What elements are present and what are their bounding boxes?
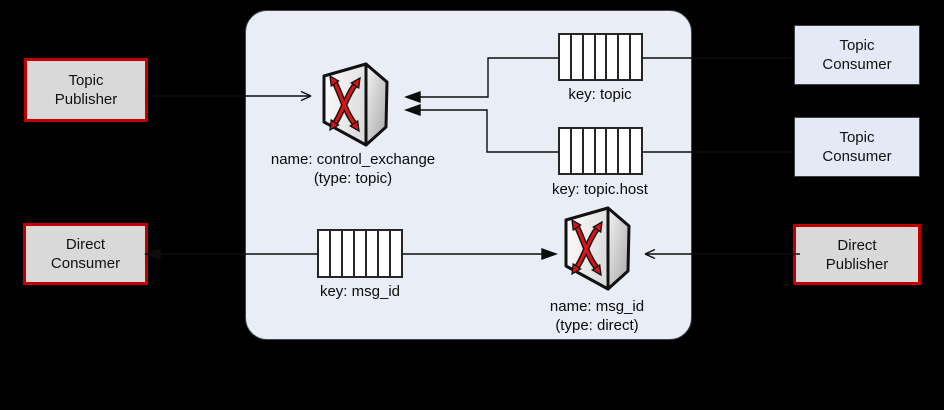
- queue-cell: [560, 129, 572, 173]
- msg-id-exchange-caption: name: msg_id (type: direct): [497, 297, 697, 335]
- control-exchange-type-label: (type: topic): [313, 170, 393, 187]
- queue-cell: [379, 231, 391, 276]
- control-exchange-name-label: name: control_exchange: [270, 151, 436, 168]
- queue-cell: [560, 35, 572, 79]
- direct-consumer-label: Direct Consumer: [50, 236, 121, 272]
- topic-consumer-1-label: Topic Consumer: [822, 37, 892, 73]
- topic-publisher-label: Topic Publisher: [54, 72, 118, 108]
- topic-consumer-2-label: Topic Consumer: [822, 129, 892, 165]
- queue-cell: [367, 231, 379, 276]
- queue-topic-host-label: key: topic.host: [552, 181, 648, 198]
- queue-cell: [619, 129, 632, 173]
- queue-cell: [319, 231, 331, 276]
- direct-consumer-node: Direct Consumer: [23, 223, 148, 285]
- queue-cell: [584, 129, 596, 173]
- topic-consumer-node-1: Topic Consumer: [794, 25, 920, 85]
- queue-cell: [607, 35, 620, 79]
- queue-cell: [596, 35, 608, 79]
- topic-publisher-node: Topic Publisher: [24, 58, 148, 122]
- queue-msg-id-label: key: msg_id: [319, 283, 401, 300]
- queue-cell: [331, 231, 343, 276]
- queue-cell: [584, 35, 596, 79]
- queue-cell: [355, 231, 367, 276]
- queue-topic-host-icon: [558, 127, 643, 175]
- exchange-icon-msg-id: [564, 206, 631, 291]
- msg-id-exchange-name-label: name: msg_id: [549, 298, 645, 315]
- control-exchange-caption: name: control_exchange (type: topic): [253, 150, 453, 188]
- queue-cell: [607, 129, 620, 173]
- queue-msg-id-icon: [317, 229, 403, 278]
- direct-publisher-label: Direct Publisher: [825, 236, 889, 273]
- direct-publisher-node: Direct Publisher: [793, 224, 921, 285]
- exchange-icon-control: [322, 62, 389, 147]
- queue-cell: [619, 35, 632, 79]
- queue-cell: [631, 35, 641, 79]
- queue-cell: [631, 129, 641, 173]
- queue-cell: [596, 129, 608, 173]
- msg-id-exchange-type-label: (type: direct): [555, 317, 639, 334]
- queue-topic-label: key: topic: [568, 86, 632, 103]
- queue-cell: [572, 129, 584, 173]
- queue-cell: [343, 231, 355, 276]
- queue-cell: [572, 35, 584, 79]
- topic-consumer-node-2: Topic Consumer: [794, 117, 920, 177]
- queue-topic-icon: [558, 33, 643, 81]
- queue-cell: [391, 231, 401, 276]
